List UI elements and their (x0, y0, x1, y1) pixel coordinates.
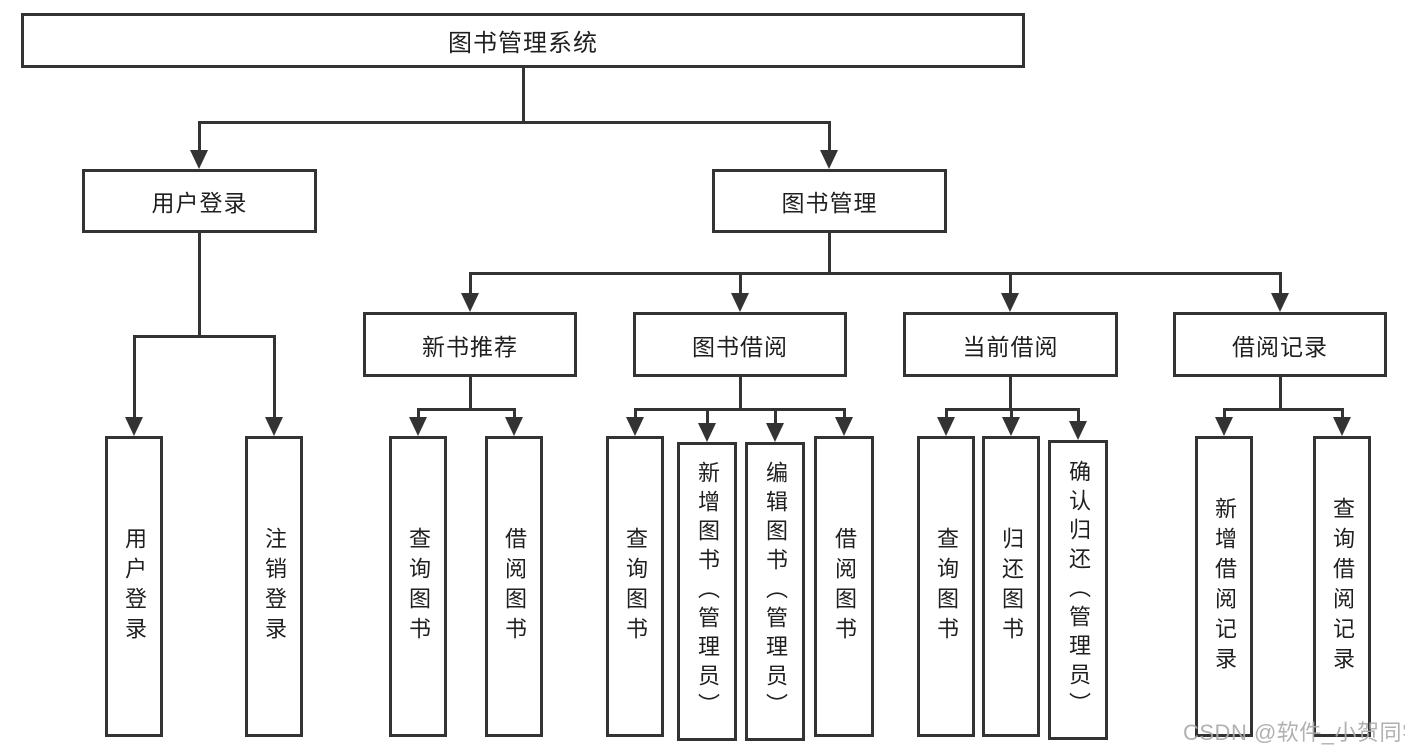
leaf-bb-add-books-admin: 新增图书（管理员） (677, 442, 737, 741)
connector-root-feed (522, 68, 525, 121)
node-current-borrowing: 当前借阅 (903, 312, 1118, 377)
connector-drop-borrowing (739, 272, 742, 295)
arrowhead-nr-borrow (505, 417, 523, 436)
leaf-br-add-record-label: 新增借阅记录 (1212, 496, 1237, 677)
connector-mgmt-bus (469, 272, 1281, 275)
arrowhead-bb-borrow (835, 417, 853, 436)
connector-drop-cb-query (945, 408, 948, 419)
node-book-borrowing-label: 图书借阅 (692, 333, 788, 360)
node-borrow-records: 借阅记录 (1173, 312, 1387, 377)
node-new-book-recommend-label: 新书推荐 (422, 333, 518, 360)
leaf-nr-query-books: 查询图书 (389, 436, 447, 737)
leaf-logout: 注销登录 (245, 436, 303, 737)
leaf-br-query-record: 查询借阅记录 (1313, 436, 1371, 737)
leaf-br-query-record-label: 查询借阅记录 (1330, 496, 1355, 677)
connector-br-bus (1223, 408, 1343, 411)
leaf-cb-query-books: 查询图书 (917, 436, 975, 737)
node-new-book-recommend: 新书推荐 (363, 312, 577, 377)
connector-drop-bb-query (634, 408, 637, 419)
node-root: 图书管理系统 (21, 13, 1025, 68)
connector-root-bus (198, 121, 831, 124)
leaf-cb-query-books-label: 查询图书 (934, 526, 959, 647)
node-book-management-label: 图书管理 (781, 190, 878, 216)
connector-user-bus (133, 335, 275, 338)
leaf-br-add-record: 新增借阅记录 (1195, 436, 1253, 737)
connector-drop-mgmt (828, 121, 831, 152)
connector-drop-nr-query (417, 408, 420, 419)
arrowhead-cb-return (1002, 417, 1020, 436)
arrowhead-records (1271, 293, 1289, 312)
leaf-bb-add-books-admin-label: 新增图书（管理员） (695, 461, 720, 722)
node-borrow-records-label: 借阅记录 (1232, 333, 1328, 360)
arrowhead-bb-edit (766, 423, 784, 442)
connector-drop-newrec (469, 272, 472, 295)
connector-newrec-bus (417, 408, 515, 411)
leaf-bb-query-books-label: 查询图书 (623, 526, 648, 647)
connector-drop-cb-confirm (1077, 408, 1080, 423)
node-current-borrowing-label: 当前借阅 (962, 333, 1059, 360)
connector-user-feed (198, 233, 201, 335)
connector-drop-cb-return (1010, 408, 1013, 419)
leaf-nr-borrow-books: 借阅图书 (485, 436, 543, 737)
leaf-cb-confirm-return-admin: 确认归还（管理员） (1048, 440, 1108, 740)
connector-drop-br-add (1223, 408, 1226, 419)
arrowhead-nr-query (409, 417, 427, 436)
connector-newrec-feed (469, 376, 472, 408)
connector-drop-nr-borrow (513, 408, 516, 419)
leaf-bb-query-books: 查询图书 (606, 436, 664, 737)
connector-bb-bus (634, 408, 845, 411)
connector-drop-logout (273, 335, 276, 419)
arrowhead-logout (265, 417, 283, 436)
connector-bb-feed (739, 376, 742, 408)
leaf-bb-edit-books-admin-label: 编辑图书（管理员） (763, 461, 788, 722)
connector-drop-bb-borrow (843, 408, 846, 419)
arrowhead-br-query (1333, 417, 1351, 436)
node-root-label: 图书管理系统 (448, 30, 598, 57)
arrowhead-br-add (1215, 417, 1233, 436)
csdn-watermark: CSDN @软件_小贺同学 (1183, 720, 1405, 745)
arrowhead-borrowing (731, 293, 749, 312)
connector-drop-current (1009, 272, 1012, 295)
connector-drop-bb-edit (774, 408, 777, 425)
leaf-user-login-label: 用户登录 (122, 526, 147, 647)
leaf-user-login: 用户登录 (105, 436, 163, 737)
leaf-nr-query-books-label: 查询图书 (406, 526, 431, 647)
leaf-logout-label: 注销登录 (262, 526, 287, 647)
leaf-nr-borrow-books-label: 借阅图书 (502, 526, 527, 647)
leaf-cb-return-books: 归还图书 (982, 436, 1040, 737)
connector-drop-user (198, 121, 201, 152)
arrowhead-cb-confirm (1069, 421, 1087, 440)
node-user-login-branch: 用户登录 (82, 169, 317, 233)
arrowhead-bb-query (626, 417, 644, 436)
connector-br-feed (1279, 377, 1282, 408)
connector-drop-login (133, 335, 136, 419)
leaf-bb-borrow-books: 借阅图书 (814, 436, 874, 737)
connector-drop-records (1279, 272, 1282, 295)
node-book-borrowing: 图书借阅 (633, 312, 847, 377)
arrowhead-bb-add (698, 423, 716, 442)
arrowhead-cb-query (937, 417, 955, 436)
arrowhead-user (190, 150, 208, 169)
connector-drop-bb-add (706, 408, 709, 425)
arrowhead-mgmt (820, 150, 838, 169)
connector-mgmt-feed (828, 233, 831, 272)
arrowhead-newrec (461, 293, 479, 312)
leaf-bb-borrow-books-label: 借阅图书 (832, 526, 857, 647)
arrowhead-current (1001, 293, 1019, 312)
node-book-management: 图书管理 (712, 169, 947, 233)
arrowhead-login (125, 417, 143, 436)
leaf-cb-return-books-label: 归还图书 (999, 526, 1024, 647)
node-user-login-branch-label: 用户登录 (151, 190, 248, 216)
leaf-bb-edit-books-admin: 编辑图书（管理员） (745, 442, 805, 741)
leaf-cb-confirm-return-admin-label: 确认归还（管理员） (1066, 459, 1091, 721)
connector-drop-br-query (1341, 408, 1344, 419)
connector-cb-feed (1009, 377, 1012, 408)
